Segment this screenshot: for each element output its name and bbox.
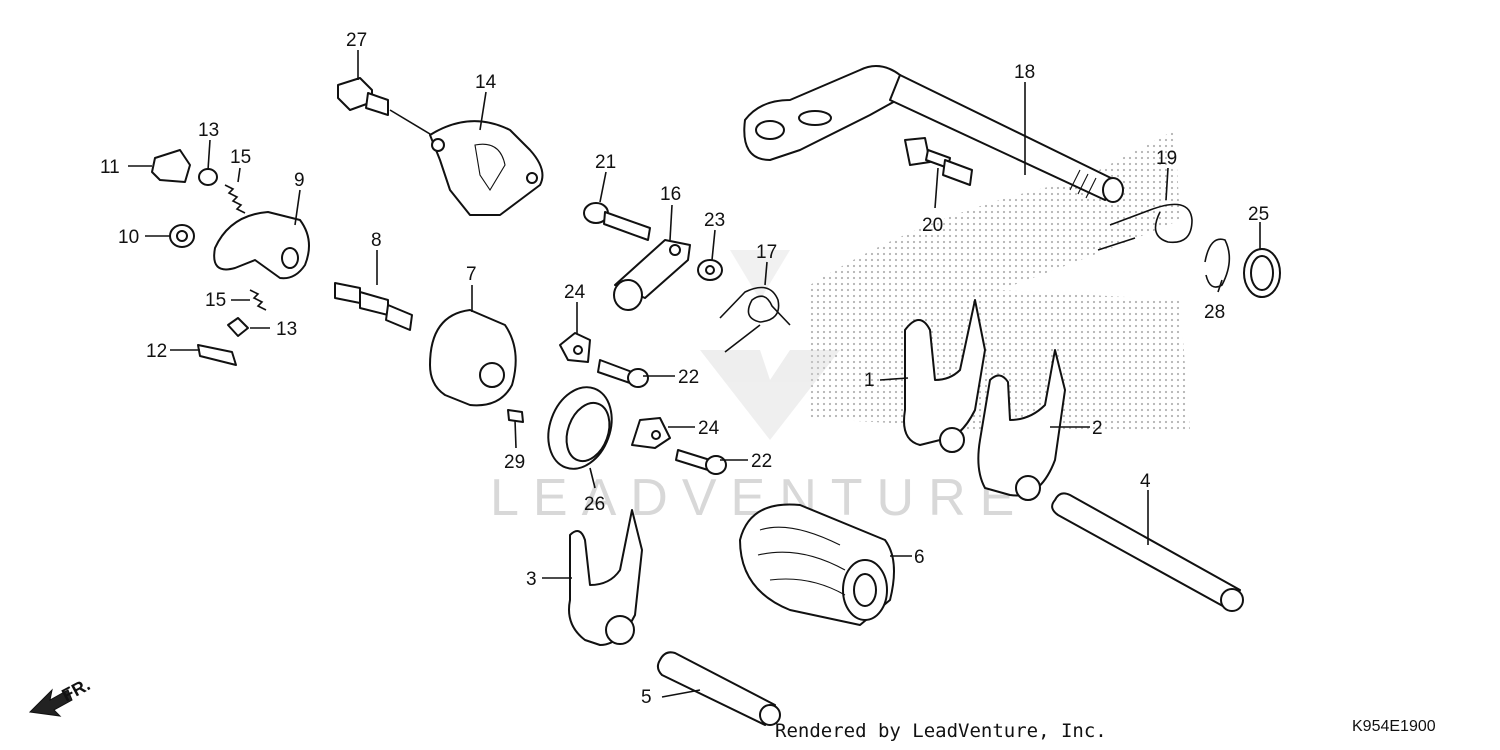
washer-25[interactable] <box>1243 248 1281 298</box>
callout-1[interactable]: 1 <box>864 370 875 391</box>
callout-13-b[interactable]: 13 <box>276 319 297 340</box>
plate-24-top[interactable] <box>559 332 591 363</box>
callout-5[interactable]: 5 <box>641 687 652 708</box>
callout-24-a[interactable]: 24 <box>564 282 586 303</box>
bolt-27[interactable] <box>337 77 441 141</box>
callout-4[interactable]: 4 <box>1140 471 1151 492</box>
leader-lines <box>128 50 1261 698</box>
callout-14[interactable]: 14 <box>475 72 497 93</box>
roller-13-top[interactable] <box>198 168 218 186</box>
callout-3[interactable]: 3 <box>526 569 537 590</box>
callout-28[interactable]: 28 <box>1204 302 1225 323</box>
diagram-code: K954E1900 <box>1352 718 1436 735</box>
callout-21[interactable]: 21 <box>595 152 616 173</box>
callout-26[interactable]: 26 <box>584 494 605 515</box>
fork-shaft-5[interactable] <box>656 651 781 726</box>
stopper-arm-16[interactable] <box>613 239 691 311</box>
pin-12[interactable] <box>197 344 237 366</box>
stopper-9[interactable] <box>213 211 310 280</box>
bolt-21[interactable] <box>583 202 651 241</box>
spring-15-top[interactable] <box>224 184 246 214</box>
front-direction-arrow: FR. <box>28 674 93 717</box>
bearing-26[interactable] <box>537 378 622 477</box>
callout-7[interactable]: 7 <box>466 264 477 285</box>
callout-20[interactable]: 20 <box>922 215 943 236</box>
callout-labels: 27 14 18 9 13 11 15 9 10 21 16 23 17 20 … <box>100 30 1269 708</box>
watermark-logo <box>700 250 840 440</box>
callout-15-a[interactable]: 15 <box>230 147 251 168</box>
callout-13-a[interactable]: 13 <box>198 120 219 141</box>
spring-17[interactable] <box>719 286 791 353</box>
callout-2[interactable]: 2 <box>1092 418 1103 439</box>
bolt-8[interactable] <box>334 282 413 331</box>
washer-23[interactable] <box>697 259 723 281</box>
callout-29[interactable]: 29 <box>504 452 525 473</box>
roller-13-bottom[interactable] <box>227 317 249 337</box>
footer-credit: Rendered by LeadVenture, Inc. <box>775 720 1107 742</box>
spring-19[interactable] <box>1097 203 1193 251</box>
shift-fork-1[interactable] <box>903 299 986 453</box>
callout-15-b[interactable]: 15 <box>205 290 226 311</box>
callout-6[interactable]: 6 <box>914 547 925 568</box>
bolt-22-top[interactable] <box>597 359 649 388</box>
callout-18[interactable]: 18 <box>1014 62 1035 83</box>
callout-11[interactable]: 11 <box>100 157 120 178</box>
clip-28[interactable] <box>1204 238 1231 288</box>
callout-25[interactable]: 25 <box>1248 204 1269 225</box>
plate-24-bottom[interactable] <box>631 417 671 449</box>
callout-16[interactable]: 16 <box>660 184 681 205</box>
callout-22-a[interactable]: 22 <box>678 367 699 388</box>
callout-19[interactable]: 19 <box>1156 148 1177 169</box>
shift-cam-7[interactable] <box>429 309 517 407</box>
spring-15-bottom[interactable] <box>249 289 267 311</box>
shift-spindle[interactable] <box>743 65 1124 203</box>
pin-11[interactable] <box>151 149 191 183</box>
plate-14[interactable] <box>429 120 544 216</box>
dowel-29[interactable] <box>507 409 524 423</box>
shift-fork-3[interactable] <box>568 509 643 646</box>
shift-drum-6[interactable] <box>739 503 895 626</box>
callout-22-b[interactable]: 22 <box>751 451 772 472</box>
callout-8[interactable]: 8 <box>371 230 382 251</box>
bolt-20[interactable] <box>904 137 973 186</box>
callout-27[interactable]: 27 <box>346 30 367 51</box>
washer-10[interactable] <box>169 224 195 248</box>
callout-10[interactable]: 10 <box>118 227 139 248</box>
shift-fork-2[interactable] <box>977 349 1066 501</box>
callout-17[interactable]: 17 <box>756 242 777 263</box>
callout-9[interactable]: 9 <box>294 170 305 191</box>
callout-12[interactable]: 12 <box>146 341 167 362</box>
callout-24-b[interactable]: 24 <box>698 418 720 439</box>
callout-23[interactable]: 23 <box>704 210 725 231</box>
fork-shaft-4[interactable] <box>1051 492 1244 612</box>
